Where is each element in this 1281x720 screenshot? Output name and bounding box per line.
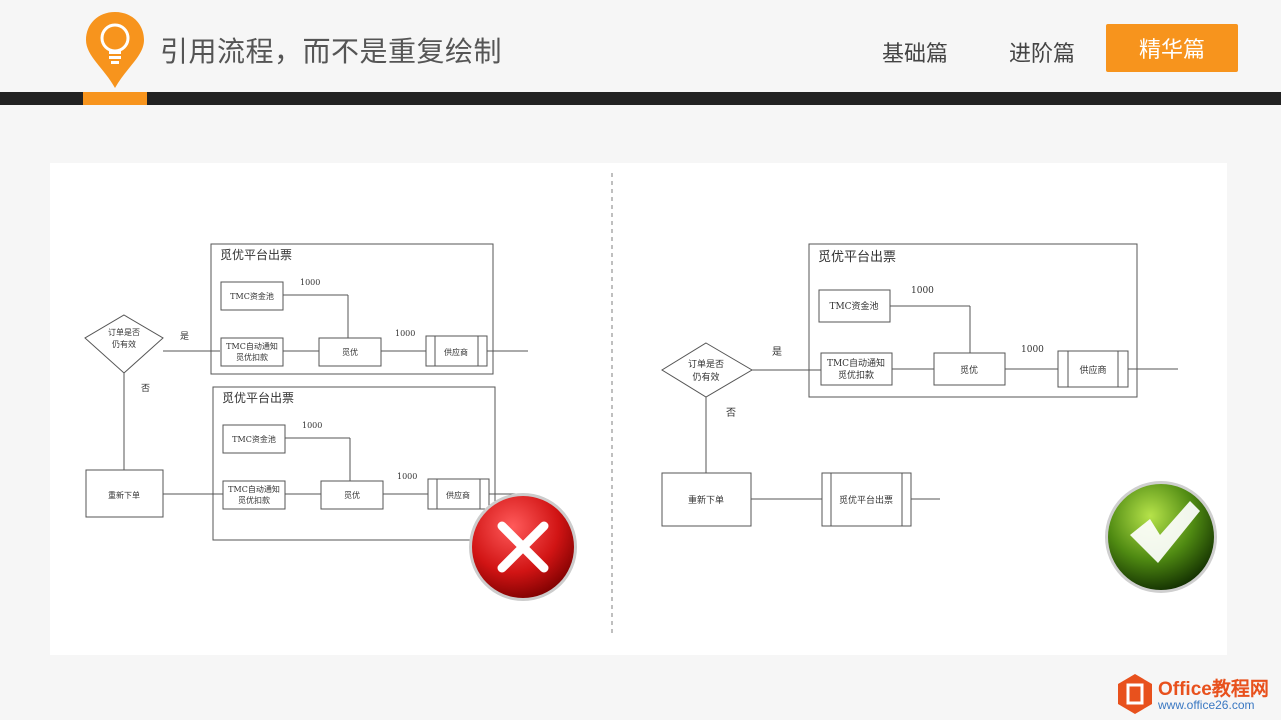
amount-upper-2: 1000 <box>395 329 415 338</box>
amount-right-1: 1000 <box>911 286 934 296</box>
tmc-pool-lower: TMC资金池 <box>232 434 276 444</box>
header-divider-accent <box>83 92 147 105</box>
brand-url: www.office26.com <box>1158 698 1255 712</box>
supplier-right: 供应商 <box>1079 364 1106 376</box>
tab-basic[interactable]: 基础篇 <box>882 42 949 67</box>
tmc-notify-lower-l2: 觅优扣款 <box>238 495 270 505</box>
tmc-pool-upper: TMC资金池 <box>230 291 274 301</box>
header-divider <box>0 92 1281 105</box>
decision-label-r1: 订单是否 <box>688 358 724 370</box>
no-label-left: 否 <box>141 383 150 394</box>
platform-box-right <box>808 243 1138 398</box>
office-logo-icon <box>1118 674 1152 714</box>
cross-icon <box>469 493 577 601</box>
tmc-notify-lower-l1: TMC自动通知 <box>228 484 280 494</box>
decision-label-l2: 仍有效 <box>112 339 136 349</box>
platform-box-lower <box>212 386 496 541</box>
amount-right-2: 1000 <box>1021 345 1044 355</box>
left-flowchart <box>84 243 528 541</box>
reorder-box-left <box>85 469 164 518</box>
decision-diamond-right <box>661 342 753 398</box>
left-flowchart-labels: 订单是否 仍有效 是 否 觅优平台出票 TMC资金池 TMC自动通知 觅优扣款 … <box>108 247 470 505</box>
platform-title-upper: 觅优平台出票 <box>220 247 292 262</box>
amount-lower-2: 1000 <box>397 472 417 481</box>
reorder-label-right: 重新下单 <box>688 494 724 506</box>
brand-watermark: Office教程网 www.office26.com <box>1114 670 1279 718</box>
checkmark-icon <box>1105 481 1217 593</box>
right-flowchart <box>661 243 1178 527</box>
page-title: 引用流程，而不是重复绘制 <box>160 35 503 68</box>
amount-lower-1: 1000 <box>302 421 322 430</box>
lightbulb-icon <box>86 12 144 88</box>
tmc-notify-right-l1: TMC自动通知 <box>827 357 885 369</box>
supplier-lower: 供应商 <box>446 490 470 500</box>
platform-title-lower: 觅优平台出票 <box>222 390 294 405</box>
tmc-notify-upper-l2: 觅优扣款 <box>236 352 268 362</box>
platform-title-right: 觅优平台出票 <box>818 250 896 265</box>
miyou-lower: 觅优 <box>344 490 360 500</box>
tab-essence[interactable]: 精华篇 <box>1106 24 1238 72</box>
header: 引用流程，而不是重复绘制 基础篇 进阶篇 精华篇 <box>0 0 1281 92</box>
miyou-upper: 觅优 <box>342 347 358 357</box>
tab-advanced[interactable]: 进阶篇 <box>1009 42 1076 67</box>
miyou-right: 觅优 <box>960 364 978 376</box>
tmc-pool-right: TMC资金池 <box>829 300 878 312</box>
amount-upper-1: 1000 <box>300 278 320 287</box>
brand-name: Office教程网 <box>1158 679 1269 700</box>
supplier-upper: 供应商 <box>444 347 468 357</box>
decision-label-l1: 订单是否 <box>108 327 140 337</box>
tmc-notify-right-l2: 觅优扣款 <box>838 369 874 381</box>
right-flowchart-labels: 订单是否 仍有效 是 否 觅优平台出票 TMC资金池 TMC自动通知 觅优扣款 … <box>688 250 1107 506</box>
yes-label-right: 是 <box>772 346 782 358</box>
platform-box-upper <box>210 243 494 375</box>
decision-label-r2: 仍有效 <box>692 371 719 383</box>
flowchart-comparison: 订单是否 仍有效 是 否 觅优平台出票 TMC资金池 TMC自动通知 觅优扣款 … <box>84 173 1217 635</box>
content-panel: 订单是否 仍有效 是 否 觅优平台出票 TMC资金池 TMC自动通知 觅优扣款 … <box>50 163 1227 655</box>
reorder-box-right <box>661 472 752 527</box>
platform-ref-label: 觅优平台出票 <box>839 494 893 506</box>
tmc-notify-upper-l1: TMC自动通知 <box>226 341 278 351</box>
platform-ref-box <box>821 472 912 527</box>
reorder-label-left: 重新下单 <box>108 490 140 500</box>
yes-label-left: 是 <box>180 331 189 342</box>
no-label-right: 否 <box>726 407 736 419</box>
